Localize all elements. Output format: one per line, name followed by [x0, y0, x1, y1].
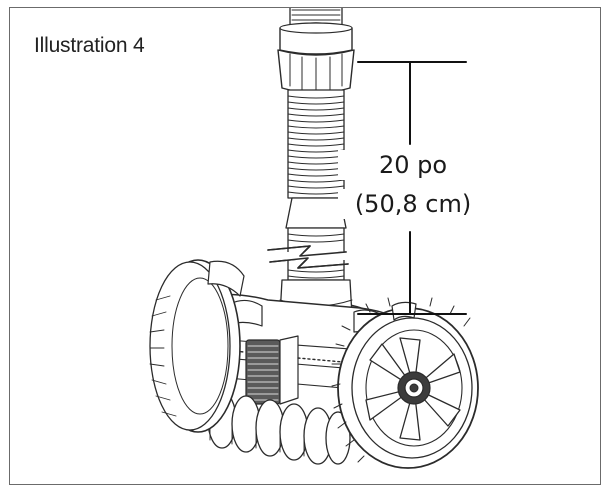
- corrugated-hose: [285, 89, 347, 281]
- dimension-label-metric: (50,8 cm): [338, 189, 488, 219]
- front-rollers: [207, 391, 351, 465]
- dimension-indicator: [357, 61, 467, 315]
- hose-coupling-upper: [277, 22, 355, 95]
- left-wheel: [149, 259, 245, 433]
- hose-break-symbol: [267, 245, 349, 269]
- figure-caption: Illustration 4: [34, 34, 145, 57]
- dimension-label-imperial: 20 po: [338, 150, 488, 180]
